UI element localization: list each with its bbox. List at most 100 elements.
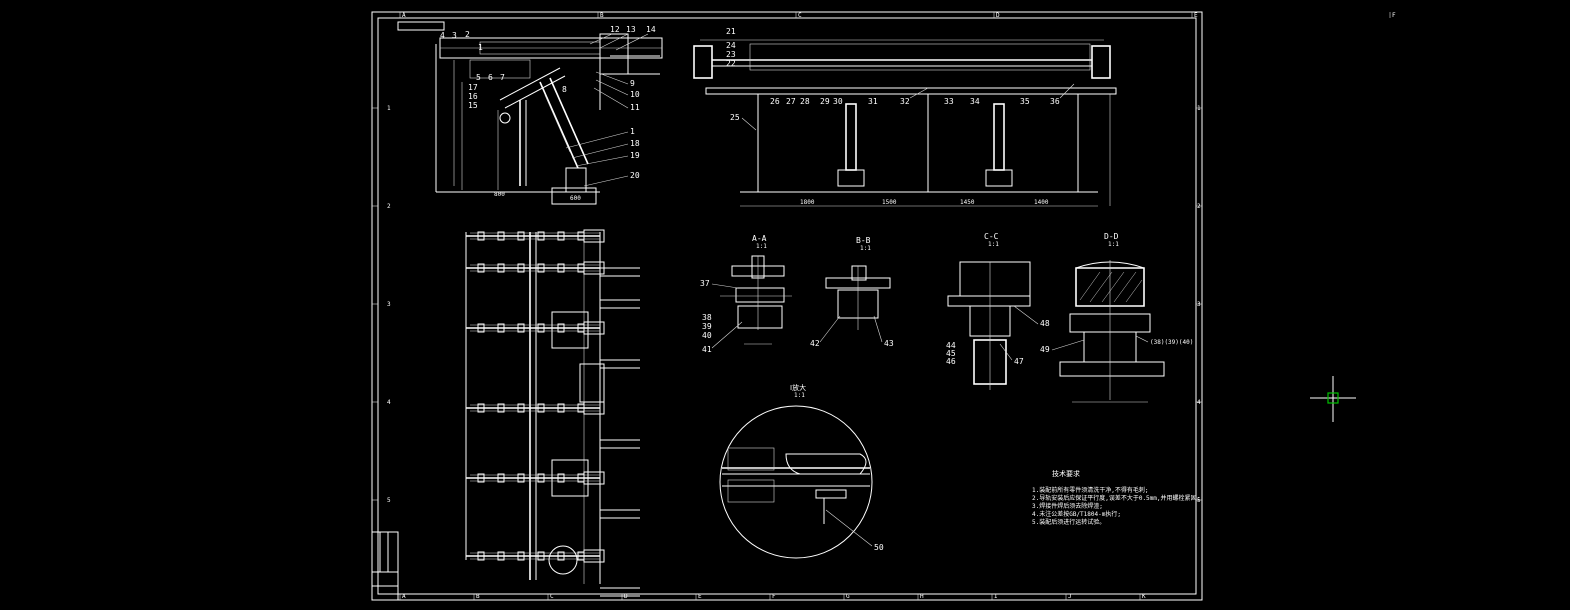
tech-req-line: 5.装配后须进行运转试验。 bbox=[1032, 518, 1105, 526]
callout-29: 29 bbox=[820, 97, 830, 106]
plan-view bbox=[465, 229, 640, 597]
callout-17: 17 bbox=[468, 83, 478, 92]
plan-row bbox=[466, 549, 640, 597]
detail-view: I放大 1:1 50 bbox=[719, 383, 884, 559]
callout-28: 28 bbox=[800, 97, 810, 106]
section-b-title: B-B bbox=[856, 236, 871, 245]
crosshair-cursor[interactable] bbox=[1310, 376, 1356, 422]
ruler-label: 3 bbox=[387, 301, 391, 308]
ruler-label: F bbox=[1392, 12, 1396, 19]
section-a: A-A 1:1 37 38 39 40 41 bbox=[700, 234, 792, 354]
ruler-label: E bbox=[698, 593, 702, 600]
callout-16: 16 bbox=[468, 92, 478, 101]
callout-32: 32 bbox=[900, 97, 910, 106]
callout-40: 40 bbox=[702, 331, 712, 340]
ruler-label: B bbox=[600, 12, 604, 19]
section-c-scale: 1:1 bbox=[988, 241, 999, 248]
ruler-label: 3 bbox=[1197, 301, 1201, 308]
callout-37: 37 bbox=[700, 279, 710, 288]
callout-44: 44 bbox=[946, 341, 956, 350]
ruler-label: 4 bbox=[387, 399, 391, 406]
plan-row bbox=[466, 261, 640, 309]
callout-13: 13 bbox=[626, 25, 636, 34]
ruler-label: I bbox=[994, 593, 998, 600]
plan-row bbox=[466, 401, 640, 449]
section-c-title: C-C bbox=[984, 232, 999, 241]
front-view bbox=[693, 39, 1117, 207]
callout-30: 30 bbox=[833, 97, 843, 106]
callout-38: 38 bbox=[702, 313, 712, 322]
ruler-label: A bbox=[402, 12, 406, 19]
side-view-callouts: 4 3 2 1 5 6 7 8 9 10 11 12 13 14 17 16 1… bbox=[440, 25, 656, 187]
ruler-label: D bbox=[996, 12, 1000, 19]
dimension-text: 1800 bbox=[800, 199, 815, 206]
technical-requirements: 技术要求 1.装配前所有零件须清洗干净,不得有毛刺; 2.导轨安装后应保证平行度… bbox=[1032, 469, 1200, 526]
callout-1b: 1 bbox=[630, 127, 635, 136]
ruler-label: 5 bbox=[1197, 497, 1201, 504]
callout-46: 46 bbox=[946, 357, 956, 366]
section-d-scale: 1:1 bbox=[1108, 241, 1119, 248]
callout-9: 9 bbox=[630, 79, 635, 88]
callout-34: 34 bbox=[970, 97, 980, 106]
callout-39: 39 bbox=[702, 322, 712, 331]
callout-19: 19 bbox=[630, 151, 640, 160]
callout-4: 4 bbox=[440, 31, 445, 40]
callout-18: 18 bbox=[630, 139, 640, 148]
dimension-text: 800 bbox=[494, 191, 505, 198]
callout-7: 7 bbox=[500, 73, 505, 82]
callout-43: 43 bbox=[884, 339, 894, 348]
section-c: C-C 1:1 48 44 45 46 47 bbox=[946, 232, 1050, 390]
callout-36: 36 bbox=[1050, 97, 1060, 106]
callout-41: 41 bbox=[702, 345, 712, 354]
callout-1: 1 bbox=[478, 43, 483, 52]
section-d-title: D-D bbox=[1104, 232, 1119, 241]
detail-title: I放大 bbox=[790, 383, 806, 392]
callout-47: 47 bbox=[1014, 357, 1024, 366]
callout-5: 5 bbox=[476, 73, 481, 82]
ruler-label: 2 bbox=[1197, 203, 1201, 210]
tech-req-title: 技术要求 bbox=[1052, 469, 1080, 478]
ruler-label: J bbox=[1068, 593, 1072, 600]
ruler-label: F bbox=[772, 593, 776, 600]
callout-38-39-40: (38)(39)(40) bbox=[1150, 339, 1193, 346]
callout-20: 20 bbox=[630, 171, 640, 180]
front-view-callouts: 21 24 23 22 26 27 28 29 30 31 32 33 34 3… bbox=[726, 27, 1075, 131]
callout-33: 33 bbox=[944, 97, 954, 106]
callout-49: 49 bbox=[1040, 345, 1050, 354]
callout-15: 15 bbox=[468, 101, 478, 110]
dimension-text: 1400 bbox=[1034, 199, 1049, 206]
ruler-label: E bbox=[1194, 12, 1198, 19]
callout-10: 10 bbox=[630, 90, 640, 99]
dimension-text: 600 bbox=[570, 195, 581, 202]
section-b: B-B 1:1 42 43 bbox=[810, 236, 894, 348]
callout-45: 45 bbox=[946, 349, 956, 358]
callout-23: 23 bbox=[726, 50, 736, 59]
callout-14: 14 bbox=[646, 25, 656, 34]
ruler-label: H bbox=[920, 593, 924, 600]
callout-48: 48 bbox=[1040, 319, 1050, 328]
callout-42: 42 bbox=[810, 339, 820, 348]
callout-11: 11 bbox=[630, 103, 640, 112]
callout-50: 50 bbox=[874, 543, 884, 552]
ruler-label: 4 bbox=[1197, 399, 1201, 406]
side-view-frame bbox=[435, 33, 663, 205]
callout-2: 2 bbox=[465, 30, 470, 39]
callout-21: 21 bbox=[726, 27, 736, 36]
ruler-label: C bbox=[550, 593, 554, 600]
plan-row bbox=[466, 321, 640, 369]
callout-27: 27 bbox=[786, 97, 796, 106]
plan-row bbox=[466, 229, 640, 277]
section-d: D-D 1:1 49 (38)(39)(40) bbox=[1040, 232, 1193, 403]
detail-scale: 1:1 bbox=[794, 392, 805, 399]
ruler-label: A bbox=[402, 593, 406, 600]
callout-24: 24 bbox=[726, 41, 736, 50]
callout-31: 31 bbox=[868, 97, 878, 106]
ruler-label: 1 bbox=[387, 105, 391, 112]
plan-row bbox=[466, 471, 640, 519]
callout-35: 35 bbox=[1020, 97, 1030, 106]
drawing-frame bbox=[371, 11, 1203, 601]
callout-26: 26 bbox=[770, 97, 780, 106]
ruler-label: K bbox=[1142, 593, 1146, 600]
